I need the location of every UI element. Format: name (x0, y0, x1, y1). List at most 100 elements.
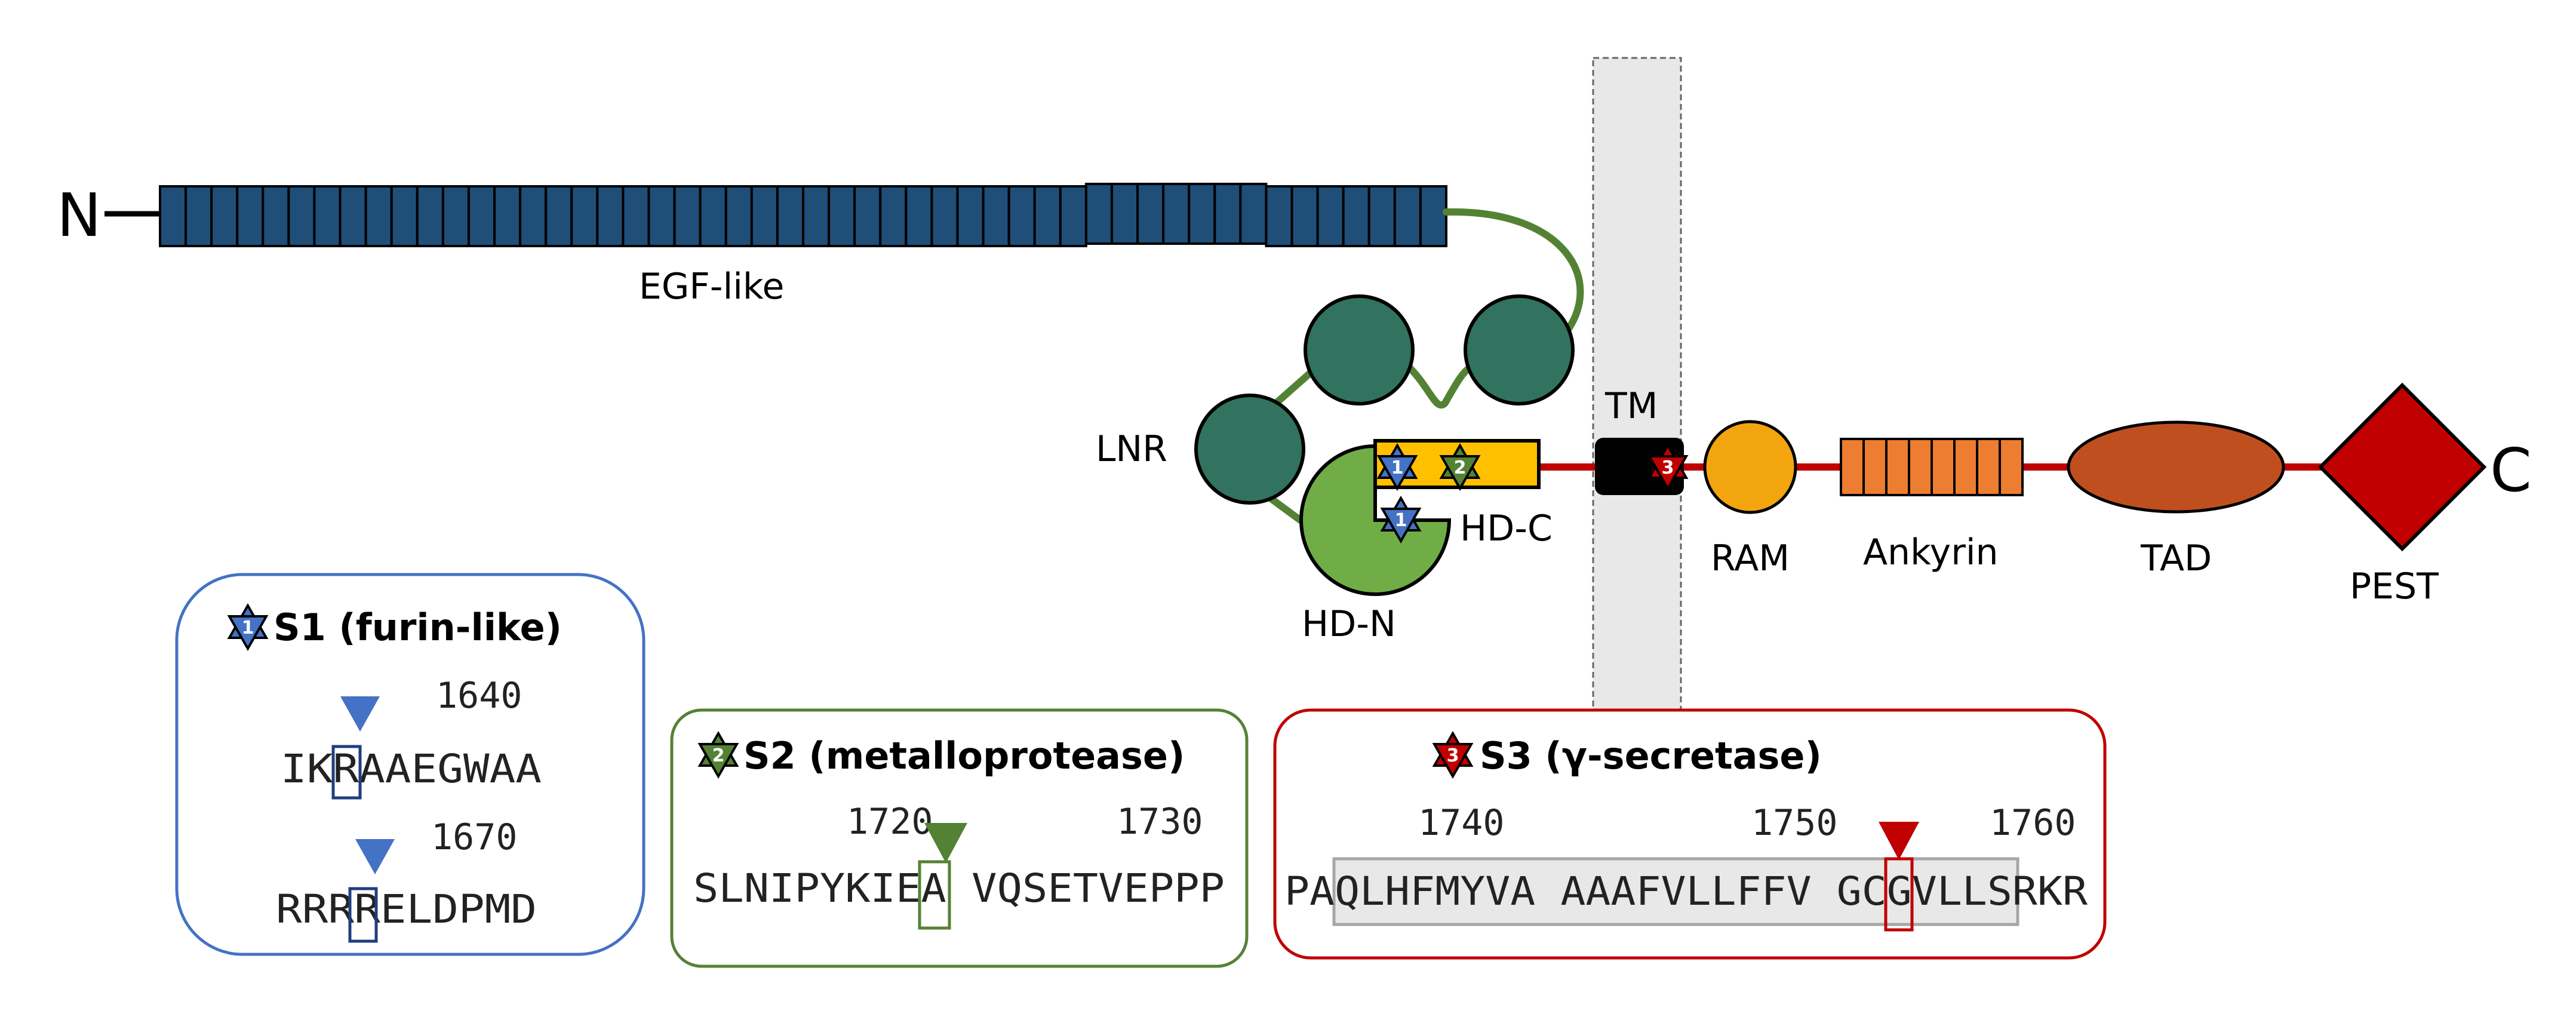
egf-repeat (364, 185, 393, 247)
ankyrin-repeat (1885, 438, 1910, 496)
ankyrin-label: Ankyrin (1863, 532, 1999, 573)
ankyrin-repeat (1953, 438, 1978, 496)
lnr-module (1464, 294, 1575, 406)
egf-repeat (287, 185, 316, 247)
egf-repeat (390, 185, 419, 247)
tad-label: TAD (2140, 537, 2212, 579)
egf-like-label: EGF-like (639, 266, 784, 308)
egf-repeat (159, 185, 187, 247)
s3-star-icon: 3 (1433, 732, 1473, 778)
egf-repeat (1059, 185, 1087, 247)
egf-repeat (1393, 185, 1422, 247)
egf-repeat (699, 185, 727, 247)
s1-position-1670: 1670 (431, 816, 518, 858)
svg-text:2: 2 (712, 745, 725, 766)
svg-text:1: 1 (1391, 457, 1404, 478)
egf-repeat (776, 185, 805, 247)
egf-repeat (339, 185, 367, 247)
svg-text:1: 1 (1395, 510, 1407, 531)
ram-domain (1703, 420, 1797, 514)
c-terminus-label: C (2490, 435, 2532, 505)
egf-repeat (1084, 183, 1113, 245)
egf-repeat (1367, 185, 1396, 247)
s2-star-icon: 2 (1440, 444, 1480, 490)
egf-repeat (570, 185, 599, 247)
egf-repeat (930, 185, 959, 247)
egf-repeat (467, 185, 496, 247)
s3-panel: 3 S3 (γ-secretase) 1740 1750 1760 PAQLHF… (1273, 708, 2107, 960)
egf-repeat (210, 185, 239, 247)
ankyrin-repeat (1840, 438, 1865, 496)
tm-domain (1595, 438, 1684, 495)
egf-repeat (1265, 185, 1293, 247)
s3-transmembrane-region (1332, 857, 2019, 926)
egf-repeat (262, 185, 290, 247)
egf-repeat (416, 185, 444, 247)
s1-highlight-box (348, 887, 378, 943)
egf-repeat (185, 185, 213, 247)
egf-repeat (1162, 183, 1191, 245)
s2-position-1730: 1730 (1117, 801, 1203, 843)
ankyrin-repeat (1908, 438, 1933, 496)
ankyrin-repeats (1840, 438, 2024, 496)
egf-repeat (879, 185, 908, 247)
egf-repeat (1342, 185, 1370, 247)
egf-repeat (313, 185, 342, 247)
pest-label: PEST (2350, 566, 2439, 607)
egf-repeat (1213, 183, 1242, 245)
tm-label: TM (1604, 385, 1658, 427)
egf-repeat (622, 185, 650, 247)
ram-label: RAM (1711, 537, 1790, 579)
egf-repeat (673, 185, 702, 247)
lnr-module (1304, 294, 1415, 406)
lnr-label: LNR (1096, 428, 1167, 470)
s1-panel: 1 S1 (furin-like) 1640 IKRAAEGWAA 1670 R… (175, 573, 645, 956)
ankyrin-repeat (1976, 438, 2001, 496)
egf-repeat (982, 185, 1010, 247)
ankyrin-repeat (1931, 438, 1956, 496)
s3-sequence: PAQLHFMYVA AAAFVLLFFV GCGVLLSRKR (1284, 868, 2088, 914)
egf-repeat (1316, 185, 1345, 247)
egf-repeat (905, 185, 933, 247)
s2-position-1720: 1720 (847, 801, 933, 843)
s2-star-icon: 2 (699, 732, 738, 778)
s3-position-1750: 1750 (1751, 802, 1838, 844)
egf-repeat (596, 185, 625, 247)
hd-n-label: HD-N (1302, 603, 1396, 645)
egf-repeat (802, 185, 831, 247)
egf-repeat (828, 185, 856, 247)
hd-n-domain (1299, 444, 1452, 596)
s1-star-icon: 1 (228, 604, 268, 650)
egf-repeat (519, 185, 548, 247)
s3-highlight-box (1884, 857, 1914, 932)
egf-repeat (493, 185, 522, 247)
membrane (1592, 57, 1682, 711)
egf-repeat (1239, 183, 1268, 245)
s3-position-1740: 1740 (1418, 802, 1505, 844)
svg-text:2: 2 (1454, 457, 1467, 478)
s2-sequence: SLNIPYKIEA VQSETVEPPP (693, 865, 1225, 911)
s1-star-icon: 1 (1378, 444, 1417, 490)
svg-text:3: 3 (1662, 457, 1674, 478)
s1-star-icon: 1 (1381, 497, 1421, 542)
s3-title: S3 (γ-secretase) (1480, 734, 1822, 778)
s2-panel: 2 S2 (metalloprotease) 1720 1730 SLNIPYK… (670, 708, 1249, 968)
ankyrin-repeat (1999, 438, 2024, 496)
hd-c-label: HD-C (1460, 508, 1553, 549)
egf-repeat (647, 185, 676, 247)
s1-position-1640: 1640 (436, 675, 522, 717)
s3-star-icon: 3 (1648, 444, 1687, 490)
s1-highlight-box (331, 745, 362, 800)
s1-sequence-2: RRRRELDPMD (276, 886, 537, 932)
egf-repeat (956, 185, 985, 247)
pest-domain (2317, 382, 2487, 552)
egf-repeat (545, 185, 573, 247)
n-terminus-label: N (57, 180, 102, 250)
egf-like-repeats (159, 183, 1447, 247)
s2-highlight-box (918, 860, 951, 930)
egf-repeat (853, 185, 882, 247)
egf-repeat (1419, 185, 1447, 247)
egf-repeat (1188, 183, 1216, 245)
egf-repeat (236, 185, 265, 247)
